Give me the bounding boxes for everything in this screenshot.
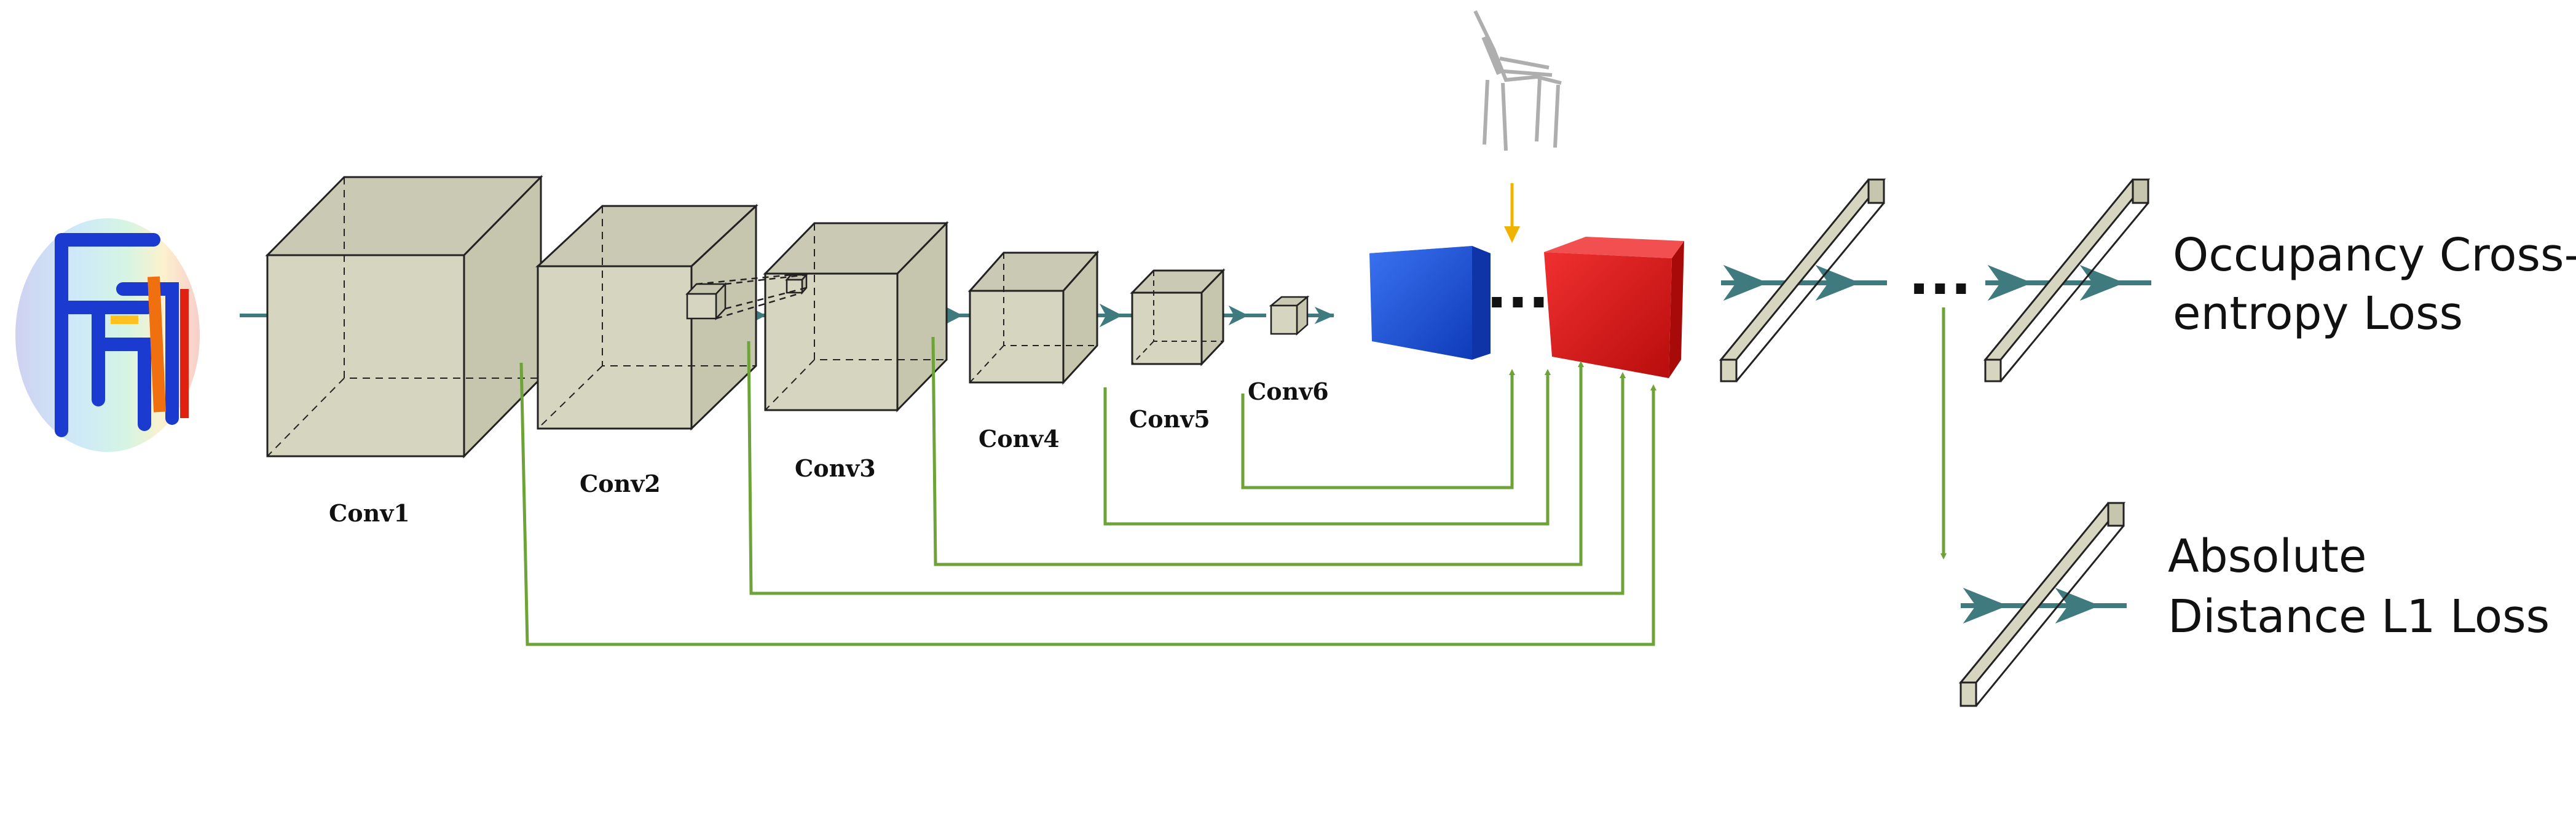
conv2-label: Conv2 xyxy=(580,470,661,497)
chair-query-points xyxy=(1473,10,1562,151)
red-feature-cube xyxy=(1544,237,1684,378)
conv5-label: Conv5 xyxy=(1129,405,1210,433)
occupancy-loss-line1: Occupancy Cross- xyxy=(2173,229,2576,282)
distance-loss-line2: Distance L1 Loss xyxy=(2168,590,2550,643)
query-arrow xyxy=(1504,183,1520,243)
conv4-label: Conv4 xyxy=(979,425,1060,453)
fc-layer-3 xyxy=(1958,502,2126,707)
conv3-cube xyxy=(763,221,949,413)
occupancy-loss-line2: entropy Loss xyxy=(2173,287,2463,340)
conv5-cube xyxy=(1130,268,1226,366)
fc-ellipsis: ... xyxy=(1908,243,1972,307)
fc-layer-1 xyxy=(1719,178,1886,382)
feature-ellipsis: ... xyxy=(1486,256,1550,321)
conv6-label: Conv6 xyxy=(1248,378,1329,405)
conv4-cube xyxy=(967,250,1100,385)
conv2-cube xyxy=(535,204,758,431)
skip-connections xyxy=(519,307,1947,646)
conv1-label: Conv1 xyxy=(329,499,410,527)
conv1-cube xyxy=(265,175,543,459)
conv6-cube xyxy=(1269,295,1310,336)
fc-layer-2 xyxy=(1983,178,2151,382)
blue-feature-cube xyxy=(1369,246,1491,360)
distance-loss-line1: Absolute xyxy=(2168,530,2366,583)
receptive-field-marker xyxy=(685,272,808,321)
point-cloud-input xyxy=(15,218,200,452)
conv3-label: Conv3 xyxy=(795,454,876,482)
